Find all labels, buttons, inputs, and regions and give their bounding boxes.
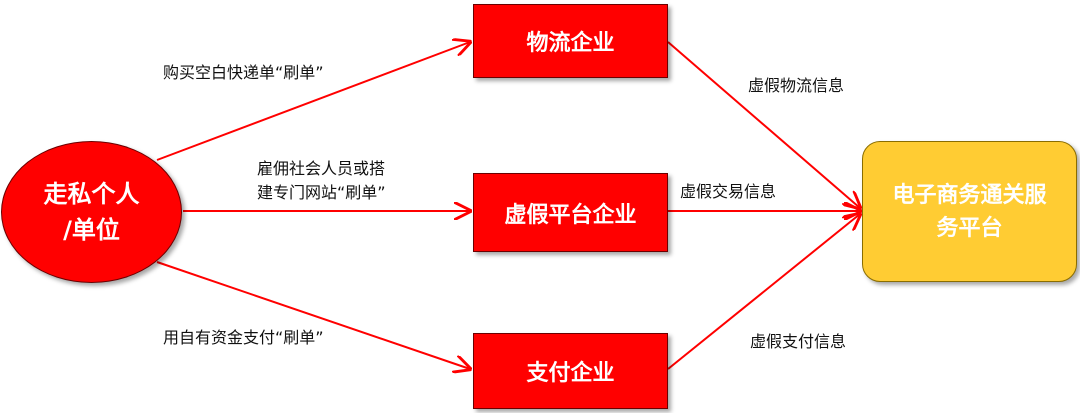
- edge-label-to-platform-line1: 雇佣社会人员或搭: [257, 159, 386, 178]
- edge-label-to-platform-line2: 建专门网站“刷单”: [257, 183, 386, 202]
- source-node-line1: 走私个人: [43, 180, 140, 208]
- edge-logistics-to-target: [667, 41, 860, 208]
- fake-platform-company-label: 虚假平台企业: [504, 202, 637, 228]
- logistics-company-node: 物流企业: [473, 4, 668, 78]
- payment-company-label: 支付企业: [526, 361, 615, 386]
- source-node: 走私个人 /单位: [1, 141, 182, 283]
- edge-label-payment-to-target: 虚假支付信息: [750, 332, 847, 351]
- edge-label-logistics-to-target: 虚假物流信息: [748, 76, 845, 95]
- edge-label-to-payment: 用自有资金支付“刷单”: [163, 328, 324, 347]
- customs-platform-node: 电子商务通关服 务平台: [862, 141, 1077, 282]
- edge-label-to-logistics: 购买空白快递单“刷单”: [163, 63, 324, 82]
- edge-source-to-payment: [156, 261, 470, 369]
- edge-label-platform-to-target: 虚假交易信息: [680, 182, 777, 201]
- source-node-line2: /单位: [63, 216, 120, 244]
- customs-platform-line2: 务平台: [936, 215, 1003, 241]
- edge-source-to-logistics: [156, 42, 470, 161]
- payment-company-node: 支付企业: [473, 333, 668, 409]
- fake-platform-company-node: 虚假平台企业: [473, 173, 668, 252]
- customs-platform-line1: 电子商务通关服: [892, 182, 1047, 208]
- logistics-company-label: 物流企业: [526, 31, 615, 56]
- edge-payment-to-target: [667, 214, 860, 370]
